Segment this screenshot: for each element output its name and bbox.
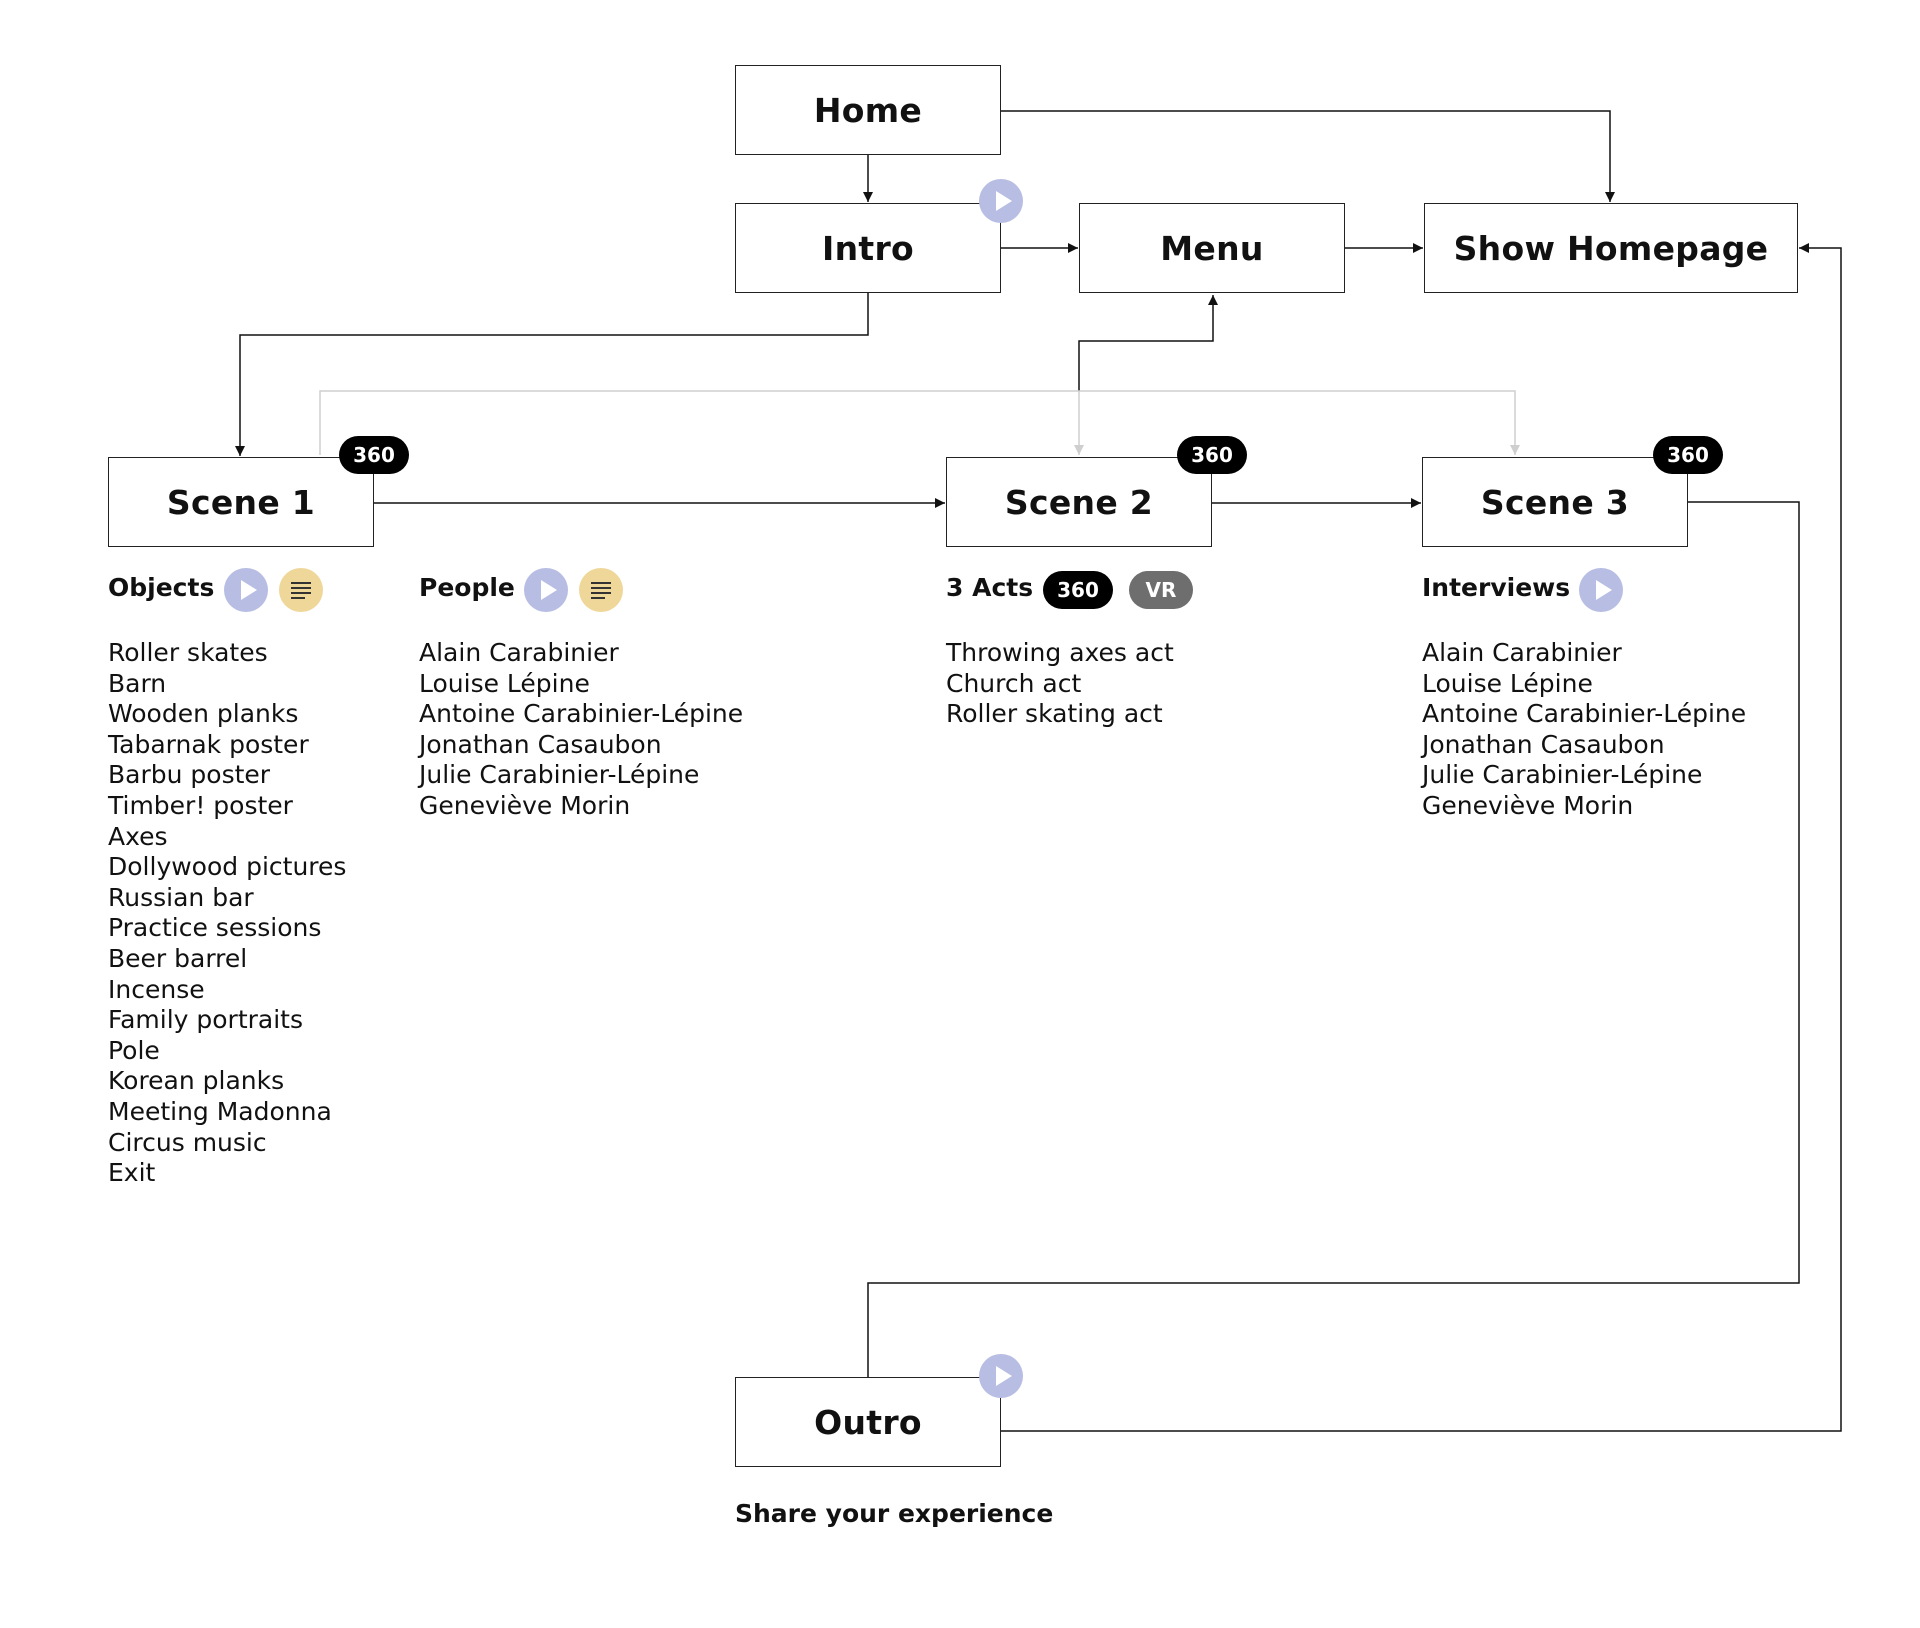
list-item: Korean planks bbox=[108, 1066, 285, 1096]
edge-scene3-outro bbox=[867, 501, 1800, 1377]
edge-intro-scene1 bbox=[235, 293, 869, 456]
home-node: Home bbox=[735, 65, 1001, 155]
list-item: Practice sessions bbox=[108, 913, 322, 943]
list-item: Alain Carabinier bbox=[419, 638, 619, 667]
badge-vr: VR bbox=[1129, 571, 1193, 609]
text-lines-icon bbox=[279, 568, 323, 612]
text-lines-icon bbox=[579, 568, 623, 612]
objects-heading: Objects bbox=[108, 573, 215, 602]
list-item: Julie Carabinier-Lépine bbox=[1422, 760, 1703, 790]
list-item: Antoine Carabinier-Lépine bbox=[1422, 699, 1747, 729]
badge-360: 360 bbox=[1043, 571, 1113, 609]
show-homepage-node: Show Homepage bbox=[1424, 203, 1798, 293]
badge-360: 360 bbox=[1177, 436, 1247, 474]
list-item: Geneviève Morin bbox=[1422, 790, 1634, 820]
acts-list: Throwing axes act Church act Roller skat… bbox=[946, 638, 1174, 730]
badge-360: 360 bbox=[1653, 436, 1723, 474]
play-icon bbox=[224, 568, 268, 612]
list-item: Julie Carabinier-Lépine bbox=[419, 760, 700, 790]
edge-scene-menu bbox=[1078, 295, 1218, 391]
menu-node: Menu bbox=[1079, 203, 1345, 293]
list-item: Church act bbox=[946, 668, 1082, 698]
edge-menu-scenes bbox=[319, 390, 1520, 455]
list-item: Louise Lépine bbox=[419, 668, 590, 698]
list-item: Tabarnak poster bbox=[108, 729, 309, 759]
people-heading: People bbox=[419, 573, 515, 602]
list-item: Exit bbox=[108, 1158, 156, 1188]
badge-360: 360 bbox=[339, 436, 409, 474]
acts-heading: 3 Acts bbox=[946, 573, 1034, 602]
interviews-heading: Interviews bbox=[1422, 573, 1571, 602]
list-item: Timber! poster bbox=[108, 790, 293, 820]
list-item: Russian bar bbox=[108, 882, 254, 912]
list-item: Meeting Madonna bbox=[108, 1096, 332, 1126]
list-item: Pole bbox=[108, 1035, 160, 1065]
list-item: Roller skating act bbox=[946, 699, 1163, 729]
intro-node: Intro bbox=[735, 203, 1001, 293]
edge-home-show-homepage bbox=[1000, 110, 1615, 202]
play-icon bbox=[524, 568, 568, 612]
scene1-node: Scene 1 bbox=[108, 457, 374, 547]
people-list: Alain Carabinier Louise Lépine Antoine C… bbox=[419, 638, 743, 822]
list-item: Circus music bbox=[108, 1127, 267, 1157]
list-item: Incense bbox=[108, 974, 205, 1004]
play-icon bbox=[979, 1354, 1023, 1398]
outro-caption: Share your experience bbox=[735, 1499, 1054, 1528]
list-item: Geneviève Morin bbox=[419, 790, 631, 820]
list-item: Louise Lépine bbox=[1422, 668, 1593, 698]
list-item: Jonathan Casaubon bbox=[419, 729, 662, 759]
list-item: Barn bbox=[108, 668, 167, 698]
play-icon bbox=[979, 179, 1023, 223]
list-item: Axes bbox=[108, 821, 168, 851]
list-item: Beer barrel bbox=[108, 943, 248, 973]
edge-outro-show-homepage bbox=[1000, 243, 1842, 1432]
outro-node: Outro bbox=[735, 1377, 1001, 1467]
list-item: Throwing axes act bbox=[946, 638, 1174, 667]
interviews-list: Alain Carabinier Louise Lépine Antoine C… bbox=[1422, 638, 1746, 822]
list-item: Jonathan Casaubon bbox=[1422, 729, 1665, 759]
list-item: Roller skates bbox=[108, 638, 268, 667]
list-item: Alain Carabinier bbox=[1422, 638, 1622, 667]
list-item: Barbu poster bbox=[108, 760, 271, 790]
objects-list: Roller skates Barn Wooden planks Tabarna… bbox=[108, 638, 346, 1189]
scene2-node: Scene 2 bbox=[946, 457, 1212, 547]
list-item: Antoine Carabinier-Lépine bbox=[419, 699, 744, 729]
list-item: Dollywood pictures bbox=[108, 852, 347, 882]
list-item: Wooden planks bbox=[108, 699, 299, 729]
scene3-node: Scene 3 bbox=[1422, 457, 1688, 547]
play-icon bbox=[1579, 568, 1623, 612]
list-item: Family portraits bbox=[108, 1005, 304, 1035]
